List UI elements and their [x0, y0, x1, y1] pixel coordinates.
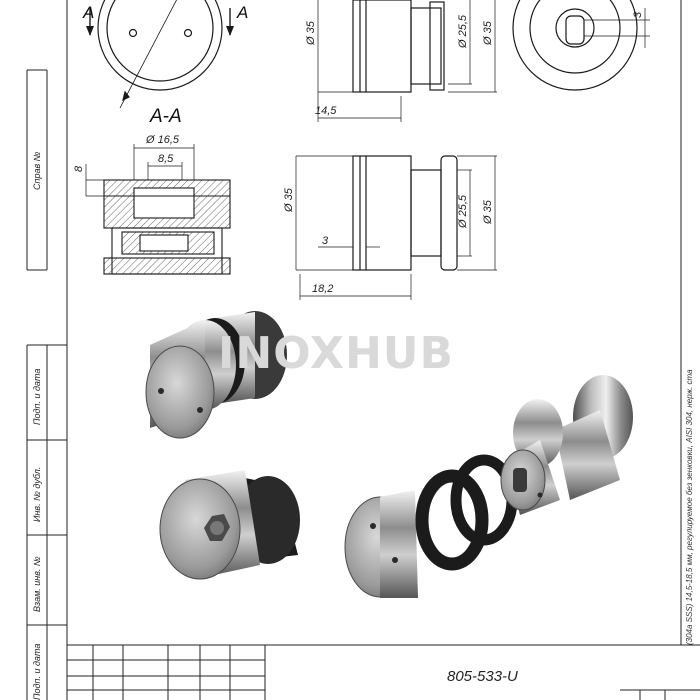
dim-sec-d16-5: Ø 16,5 — [145, 134, 180, 146]
dim-sec-8-5: 8,5 — [158, 153, 174, 165]
dim-top-14-5: 14,5 — [315, 105, 337, 117]
dim-top-d25-5: Ø 25,5 — [457, 14, 469, 49]
dim-top-d35: Ø 35 — [305, 20, 317, 46]
end-view-top — [512, 0, 650, 91]
section-label: A-A — [149, 106, 182, 127]
sheet-frame — [26, 0, 700, 700]
edge-note: (304a SSS) 14,5-18,5 мм, регулируемое бе… — [685, 369, 694, 645]
dim-top-d35-right: Ø 35 — [482, 20, 494, 46]
dim-sec-8: 8 — [73, 165, 85, 172]
render-exploded — [344, 375, 633, 598]
document-code: 805-533-U — [447, 668, 518, 685]
stamp-sprav: Справ № — [32, 151, 42, 190]
stamp-podp-1: Подп. и дата — [32, 369, 42, 425]
watermark: INOXHUB — [218, 328, 454, 379]
dim-mid-d25-5: Ø 25,5 — [457, 194, 469, 229]
stamp-podp-2: Подп. и дата — [32, 644, 42, 700]
side-view-middle — [295, 155, 497, 300]
section-view — [85, 144, 231, 275]
stamp-inv-dubl: Инв. № дубл. — [32, 467, 42, 522]
render-assembled — [145, 311, 287, 439]
front-view-top — [86, 0, 234, 109]
dim-mid-d35: Ø 35 — [283, 187, 295, 213]
section-marker-right: A — [236, 3, 248, 22]
stamp-vzam-inv: Взам. инв. № — [32, 556, 42, 612]
dim-mid-3: 3 — [322, 235, 329, 247]
side-view-top — [317, 0, 497, 122]
dim-top-slot: 3 — [632, 11, 644, 18]
section-marker-left: A — [82, 3, 94, 22]
side-stamps: Справ № Подп. и дата Инв. № дубл. Взам. … — [32, 151, 42, 700]
dim-mid-18-2: 18,2 — [312, 283, 333, 295]
dim-mid-d35-right: Ø 35 — [482, 199, 494, 225]
render-socket-part — [159, 470, 300, 580]
